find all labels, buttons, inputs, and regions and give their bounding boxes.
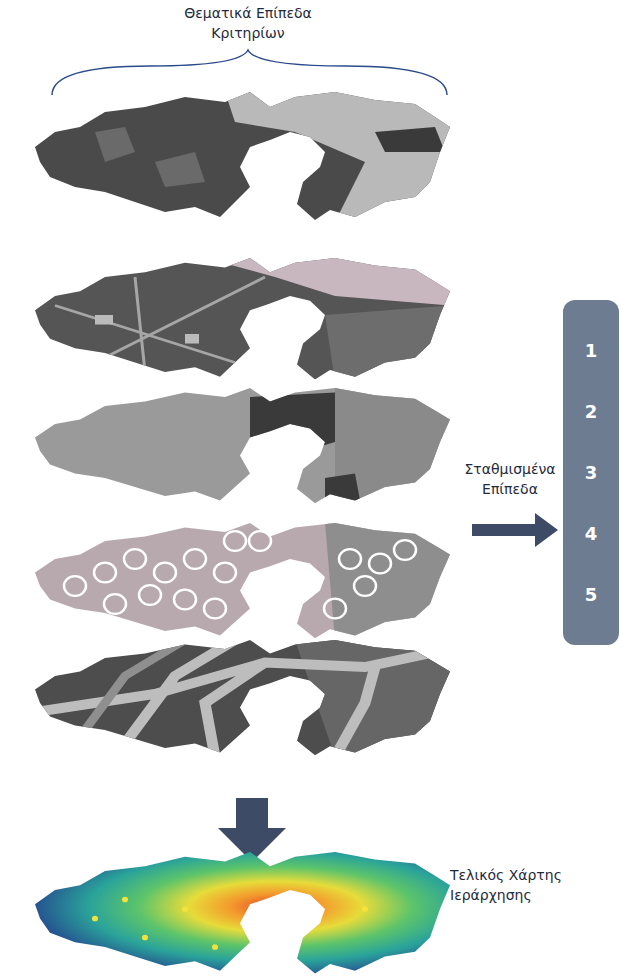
- caption-label: Τελικός Χάρτης Ιεράρχησης: [450, 866, 580, 905]
- arrow-head: [535, 513, 558, 547]
- level-number: 2: [585, 401, 598, 422]
- level-number: 5: [585, 584, 598, 605]
- level-number: 1: [585, 340, 598, 361]
- map-layer: [35, 523, 450, 640]
- title: Θεματικά Επίπεδα Κριτηρίων: [170, 4, 326, 43]
- final-map: [35, 852, 450, 974]
- level-number: 4: [585, 523, 598, 544]
- caption-label: Σταθμισμένα Επίπεδα: [452, 460, 568, 499]
- map-layer: [35, 388, 450, 505]
- map-layer: [35, 640, 450, 757]
- level-number: 3: [585, 462, 598, 483]
- number-band: 1 2 3 4 5: [563, 300, 619, 645]
- arrow-body: [236, 798, 268, 830]
- map-layer: [35, 92, 450, 222]
- curly-brace: [52, 50, 447, 95]
- arrow-body: [472, 524, 535, 536]
- map-layer: [35, 258, 450, 382]
